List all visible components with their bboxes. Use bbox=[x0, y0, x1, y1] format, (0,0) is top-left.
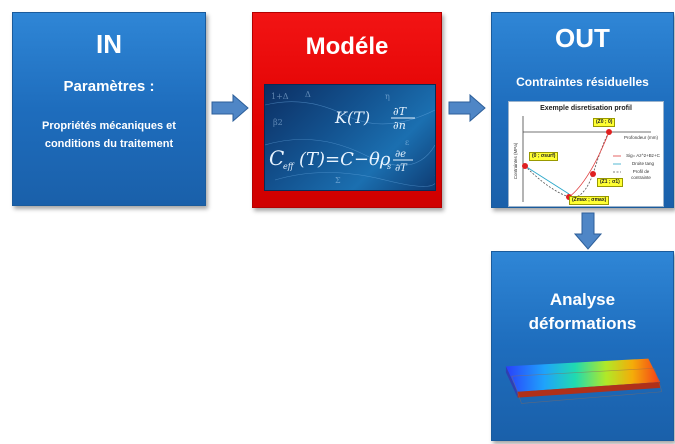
residual-stress-profile: Exemple disretisation profil Contraintes… bbox=[508, 101, 664, 207]
fit-line bbox=[568, 131, 610, 198]
svg-text:∂n: ∂n bbox=[393, 119, 406, 132]
svg-text:∂e: ∂e bbox=[395, 149, 406, 160]
formula-graphic: 1+Δ Δ η β2 ε Σ K(T) ∂T ∂n C eff (T)=C−θρ… bbox=[265, 90, 435, 187]
profile-ylabel: Contraintes (MPa) bbox=[513, 142, 518, 180]
legend-tangent: Droite tang bbox=[631, 161, 654, 166]
svg-text:β2: β2 bbox=[273, 118, 283, 127]
tag-surface: (0 ; σsurf) bbox=[529, 152, 559, 161]
svg-text:s: s bbox=[387, 162, 391, 171]
profile-xlabel: Profondeur (mm) bbox=[623, 135, 658, 140]
analysis-box: Analyse déformations bbox=[491, 251, 674, 441]
svg-text:Σ: Σ bbox=[335, 176, 341, 185]
deformation-plate-image bbox=[505, 358, 662, 404]
formula-image: 1+Δ Δ η β2 ε Σ K(T) ∂T ∂n C eff (T)=C−θρ… bbox=[264, 84, 436, 191]
out-box: OUT Contraintes résiduelles Exemple disr… bbox=[491, 12, 674, 208]
in-box: IN Paramètres : Propriétés mécaniques et… bbox=[12, 12, 206, 206]
legend-profile: Profil de contrainte bbox=[631, 169, 651, 180]
out-subtitle: Contraintes résiduelles bbox=[516, 75, 649, 89]
in-title: IN bbox=[96, 29, 122, 59]
svg-text:∂T: ∂T bbox=[395, 163, 408, 174]
analysis-line-1: Analyse bbox=[549, 290, 616, 309]
profile-curve bbox=[524, 131, 610, 198]
legend-fit: Sig= Az^2+Bz+C bbox=[626, 153, 660, 158]
svg-text:ε: ε bbox=[405, 138, 409, 147]
tag-z0: (Z0 ; 0) bbox=[593, 118, 616, 127]
in-line-1: Propriétés mécaniques et bbox=[42, 120, 176, 132]
tag-max: (Zmax ; σmax) bbox=[569, 196, 610, 205]
arrow-model-to-out-icon bbox=[448, 93, 486, 123]
profile-title: Exemple disretisation profil bbox=[540, 105, 632, 112]
model-box: Modéle 1+Δ Δ η β2 ε Σ K(T) ∂T ∂n C bbox=[252, 12, 442, 208]
svg-text:η: η bbox=[385, 92, 390, 101]
svg-text:eff: eff bbox=[283, 162, 295, 171]
point-z0 bbox=[606, 129, 612, 135]
svg-text:1+Δ: 1+Δ bbox=[271, 92, 289, 101]
tangent-line bbox=[524, 165, 570, 195]
arrow-in-to-model-icon bbox=[211, 93, 249, 123]
svg-text:K(T): K(T) bbox=[334, 108, 370, 127]
svg-text:Δ: Δ bbox=[305, 90, 311, 99]
point-z1 bbox=[590, 171, 596, 177]
arrow-out-to-analysis-icon bbox=[573, 212, 603, 250]
svg-text:C: C bbox=[269, 146, 284, 170]
in-line-2: conditions du traitement bbox=[44, 138, 174, 150]
out-title: OUT bbox=[555, 23, 610, 53]
analysis-line-2: déformations bbox=[528, 314, 637, 333]
svg-text:∂T: ∂T bbox=[393, 105, 408, 118]
in-subtitle: Paramètres : bbox=[63, 78, 155, 95]
tag-z1: (Z1 ; σ1) bbox=[597, 178, 623, 187]
point-surface bbox=[522, 163, 528, 169]
model-title: Modéle bbox=[305, 33, 389, 60]
svg-text:(T)=C−θρ: (T)=C−θρ bbox=[299, 149, 391, 170]
